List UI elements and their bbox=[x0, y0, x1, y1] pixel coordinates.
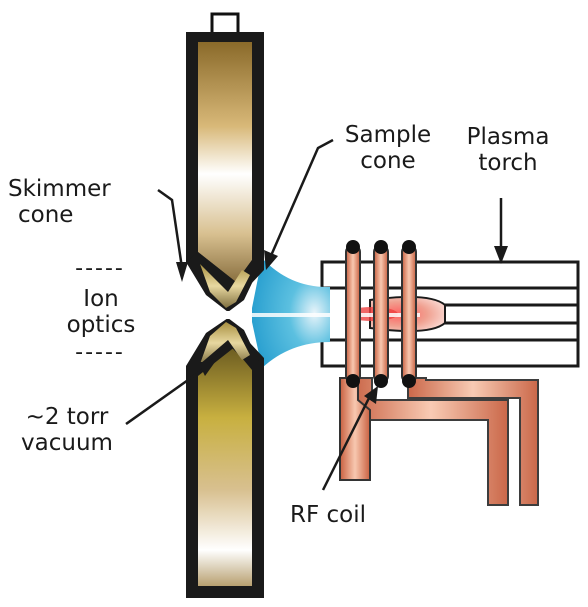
ion-optics-label: Ion optics bbox=[46, 286, 156, 338]
sample-cone-label: Sample cone bbox=[338, 122, 438, 174]
plasma-torch-label: Plasma torch bbox=[458, 124, 558, 176]
sample-cone-label-line2: cone bbox=[360, 148, 416, 174]
vacuum-label-line2: vacuum bbox=[21, 430, 113, 456]
vacuum-label-line1: ~2 torr bbox=[25, 404, 109, 430]
cone-assembly bbox=[186, 12, 264, 598]
plasma-torch-label-line1: Plasma bbox=[466, 124, 550, 150]
rf-coil-label: RF coil bbox=[289, 502, 367, 528]
dashes-bottom: ----- bbox=[75, 340, 125, 365]
ion-optics-label-line1: Ion bbox=[83, 286, 119, 312]
plasma-torch-label-line2: torch bbox=[478, 150, 538, 176]
sample-cone-label-line1: Sample bbox=[344, 122, 432, 148]
ion-optics-label-line2: optics bbox=[66, 312, 136, 338]
vacuum-label: ~2 torr vacuum bbox=[4, 404, 130, 456]
leader-arrows bbox=[125, 138, 508, 491]
skimmer-cone-label-line2: cone bbox=[18, 202, 74, 228]
dashes-top: ----- bbox=[75, 256, 125, 281]
skimmer-cone-label: Skimmer cone bbox=[8, 176, 138, 228]
skimmer-cone-label-line1: Skimmer bbox=[8, 176, 111, 202]
rf-coil bbox=[339, 240, 539, 506]
